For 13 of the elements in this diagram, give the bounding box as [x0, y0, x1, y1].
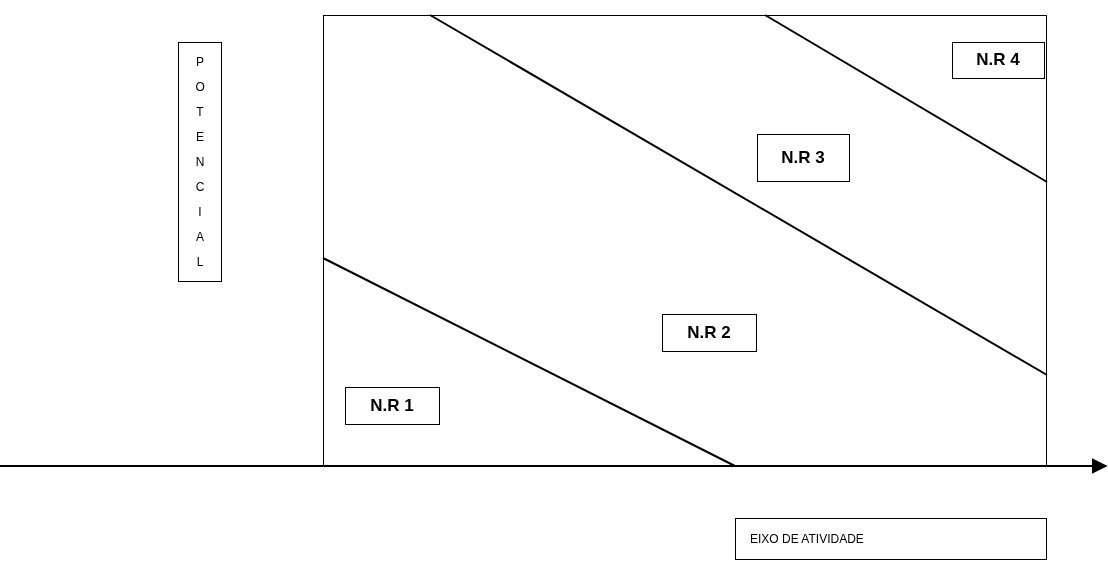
axis-label: EIXO DE ATIVIDADE: [750, 532, 864, 546]
chart-area-box: [323, 15, 1047, 467]
axis-label-box: [735, 518, 1047, 560]
region-label-box: [661, 313, 757, 352]
region-label: N.R 1: [370, 395, 414, 416]
vertical-label: POTENCIAL: [195, 53, 205, 271]
region-label: N.R 3: [781, 147, 825, 168]
region-label-box: [951, 41, 1045, 79]
region-label-box: [756, 133, 850, 182]
axis-label-box: [178, 42, 222, 282]
region-label: N.R 2: [687, 322, 731, 343]
region-label-box: [344, 386, 440, 425]
region-label: N.R 4: [976, 50, 1020, 70]
